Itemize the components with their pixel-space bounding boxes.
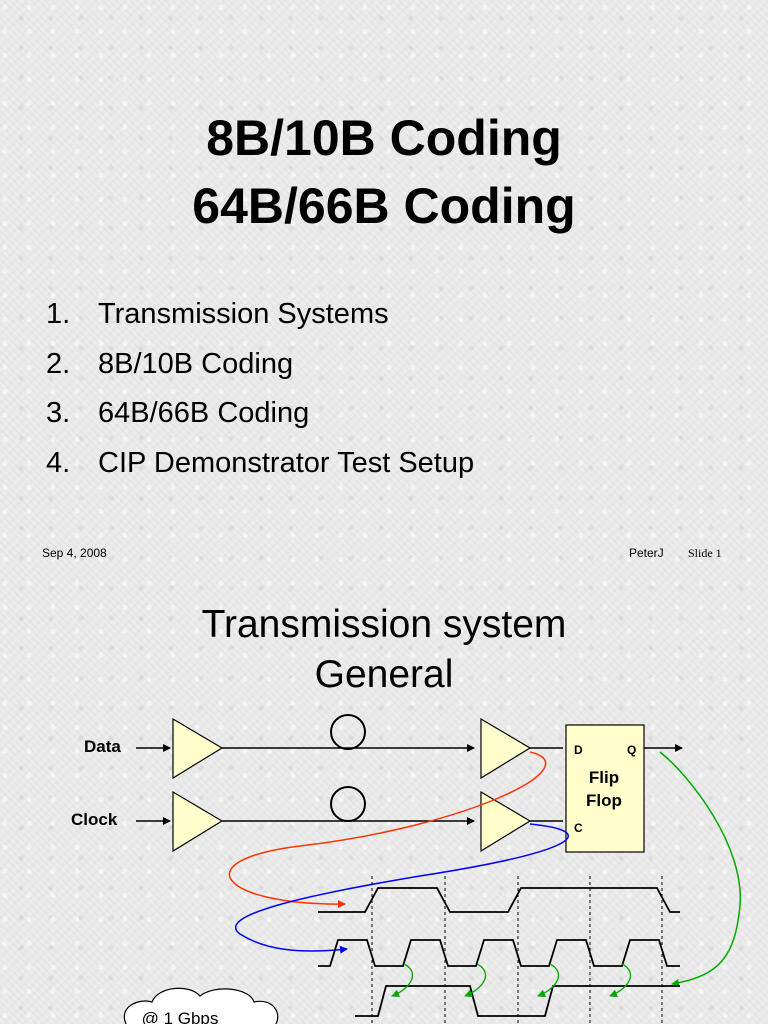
- data-fiber-loop: [330, 714, 366, 750]
- pin-d-label: D: [574, 743, 583, 757]
- output-sample-arrow: [659, 751, 741, 987]
- transmission-diagram: Data Clock D Q C Flip Flop: [71, 714, 741, 1024]
- agenda-number: 4.: [46, 446, 71, 479]
- pin-q-label: Q: [627, 743, 636, 757]
- sampling-arrows: [391, 963, 632, 998]
- data-waveform: [318, 887, 680, 913]
- cloud-callout: [123, 987, 279, 1024]
- clock-rx-buffer: [480, 790, 532, 853]
- agenda-text: 8B/10B Coding: [98, 347, 294, 380]
- clock-tx-buffer: [172, 790, 224, 853]
- slide-2-title: Transmission system General: [0, 600, 768, 700]
- pin-c-label: C: [574, 821, 583, 835]
- footer-author: PeterJ: [629, 546, 664, 560]
- flip-flop-label-line-2: Flop: [586, 791, 622, 810]
- agenda-text: 64B/66B Coding: [98, 397, 310, 429]
- agenda-item: 1. Transmission Systems: [46, 290, 474, 340]
- slide-1-title: 8B/10B Coding 64B/66B Coding: [0, 104, 768, 240]
- clock-sample-arrow: [234, 823, 570, 954]
- clock-fiber-loop: [330, 786, 366, 822]
- title-line-1: Transmission system: [201, 603, 567, 646]
- agenda-list: 1. Transmission Systems 2. 8B/10B Coding…: [46, 290, 474, 488]
- data-sample-arrow: [228, 751, 547, 909]
- agenda-number: 2.: [46, 347, 71, 380]
- flip-flop-box: [565, 724, 645, 853]
- output-waveform: [355, 985, 680, 1017]
- slide-2: Transmission system General Data Cloc: [0, 576, 768, 1024]
- title-line-2: 64B/66B Coding: [192, 178, 576, 234]
- footer-slide-number: Slide 1: [688, 546, 722, 560]
- title-line-2: General: [314, 653, 454, 696]
- agenda-number: 1.: [46, 298, 71, 330]
- flip-flop-label-line-1: Flip: [589, 768, 619, 787]
- agenda-text: Transmission Systems: [98, 298, 389, 330]
- agenda-number: 3.: [46, 397, 71, 429]
- title-line-1: 8B/10B Coding: [206, 110, 562, 166]
- data-rx-buffer: [480, 717, 532, 780]
- agenda-item: 4. CIP Demonstrator Test Setup: [46, 439, 474, 489]
- slide-1: 8B/10B Coding 64B/66B Coding 1. Transmis…: [0, 104, 768, 560]
- data-label: Data: [84, 737, 121, 756]
- agenda-item: 3. 64B/66B Coding: [46, 389, 474, 439]
- footer-date: Sep 4, 2008: [42, 546, 107, 560]
- agenda-text: CIP Demonstrator Test Setup: [98, 446, 475, 479]
- data-tx-buffer: [172, 717, 224, 780]
- clock-waveform: [318, 939, 680, 967]
- clock-label: Clock: [71, 810, 118, 829]
- agenda-item: 2. 8B/10B Coding: [46, 340, 474, 390]
- cloud-text: @ 1 Gbps: [142, 1009, 219, 1024]
